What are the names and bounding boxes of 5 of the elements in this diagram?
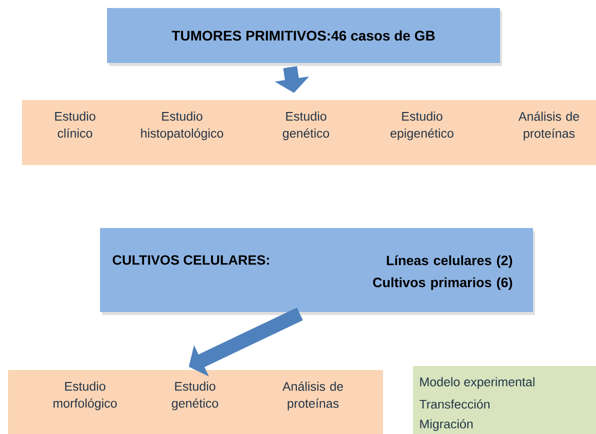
study-band: Estudio clínico Estudio histopatológico Estudio genético Estudio epigenético Análisis de proteínas (22, 100, 596, 165)
title-box: TUMORES PRIMITIVOS:46 casos de GB (107, 8, 502, 66)
title-box: CULTIVOS CELULARES: Líneas celulares (2) Cultivos primarios (6) (100, 228, 535, 315)
study-band: Estudio morfológico Estudio genético Análisis de proteínas (8, 370, 383, 434)
method-box: Modelo experimental Transfección Migración (413, 366, 596, 434)
